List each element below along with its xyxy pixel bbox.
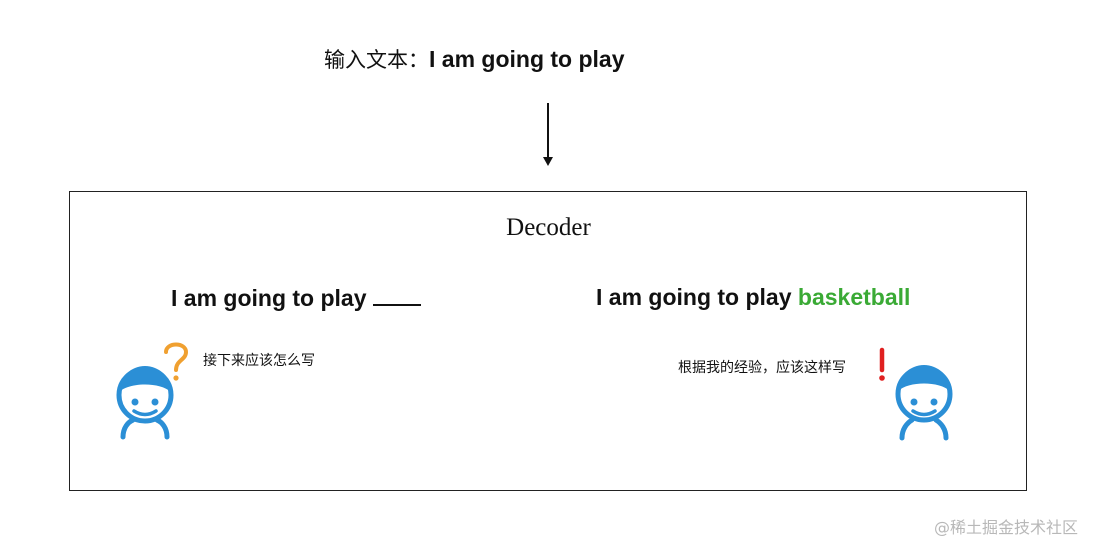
confident-thought: 根据我的经验，应该这样写 [678,360,846,376]
confused-character-icon [116,342,188,440]
decoder-box [69,191,1027,491]
question-mark-icon [164,342,188,372]
input-text: I am going to play [429,46,625,72]
input-label: 输入文本： [324,48,429,72]
confused-thought: 接下来应该怎么写 [203,353,315,369]
incomplete-sentence-text: I am going to play [171,285,367,311]
blank-placeholder [372,284,421,306]
decoder-title: Decoder [506,214,591,241]
incomplete-sentence: I am going to play [171,284,421,312]
confident-character-icon [879,347,953,441]
input-text-line: 输入文本：I am going to play [324,44,625,74]
completed-sentence-prefix: I am going to play [596,284,792,310]
down-arrow-icon [543,157,553,166]
down-arrow-shaft [547,103,549,159]
completed-sentence: I am going to play basketball [596,284,910,311]
watermark: @稀土掘金技术社区 [934,518,1079,537]
predicted-word: basketball [797,284,911,310]
